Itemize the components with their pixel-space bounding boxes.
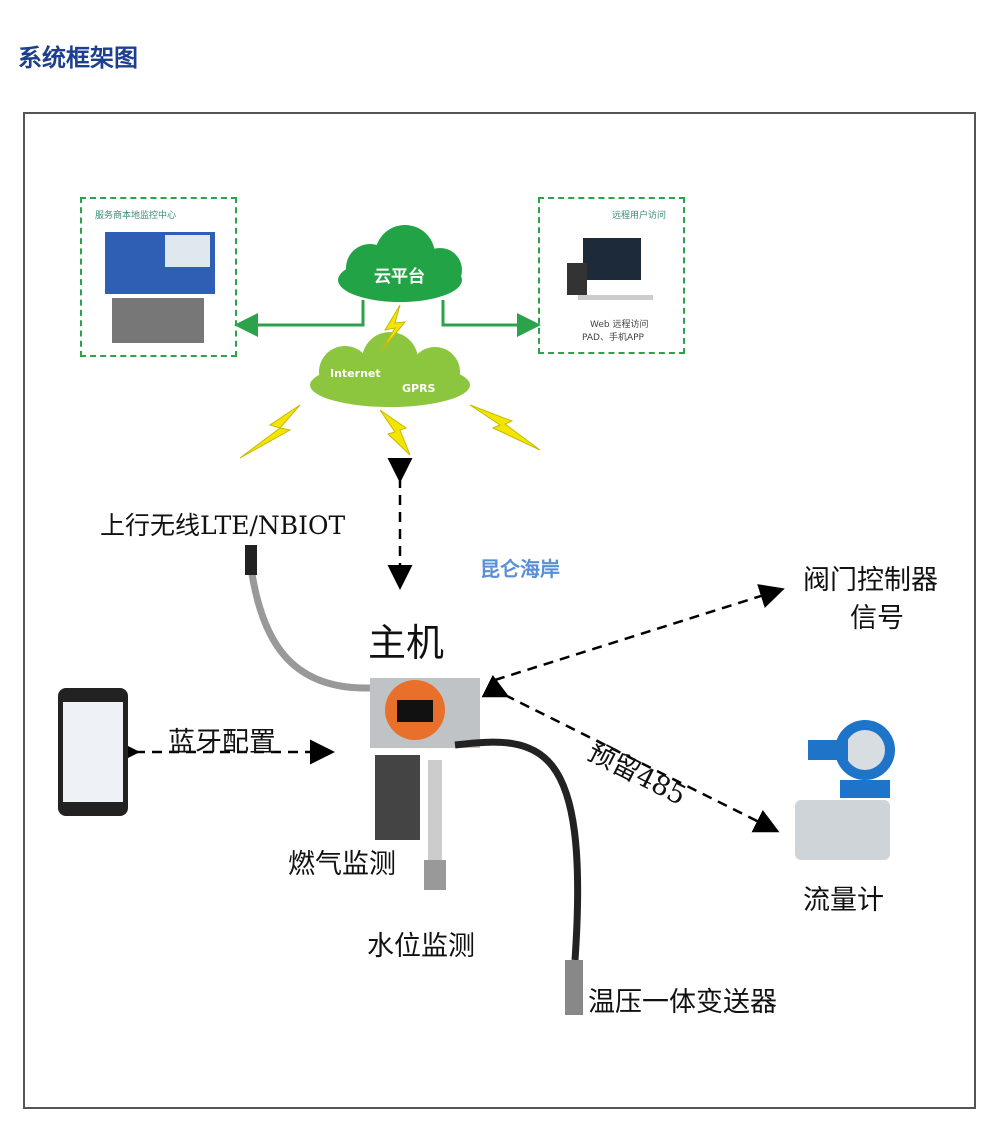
- water-label: 水位监测: [367, 931, 475, 962]
- diagram-frame: [23, 112, 976, 1109]
- gprs-label: GPRS: [402, 382, 436, 395]
- cloud-to-left-connector: [234, 300, 365, 337]
- flowmeter-icon: [795, 720, 895, 860]
- monitoring-center-box: [80, 197, 237, 357]
- page-title: 系统框架图: [18, 44, 138, 72]
- bluetooth-label: 蓝牙配置: [168, 727, 276, 758]
- remote-access-box: [538, 197, 685, 354]
- valve-label-line2: 信号: [850, 603, 904, 634]
- lightning-icons: [239, 304, 541, 459]
- host-device-icon: [370, 678, 480, 890]
- temp-pressure-label: 温压一体变送器: [588, 987, 777, 1018]
- logo-text: 昆仑海岸: [480, 557, 560, 581]
- cloud-platform-icon: [338, 225, 462, 302]
- uplink-label: 上行无线LTE/NBIOT: [100, 511, 346, 540]
- internet-label: Internet: [330, 367, 381, 380]
- flowmeter-label: 流量计: [803, 885, 884, 916]
- gas-label: 燃气监测: [288, 849, 396, 880]
- remote-access-label: 远程用户访问: [612, 211, 667, 221]
- phone-icon: [58, 688, 128, 816]
- cloud-to-right-connector: [441, 300, 541, 337]
- remote-access-line1: Web 远程访问: [590, 320, 649, 330]
- remote-access-line2: PAD、手机APP: [582, 333, 644, 343]
- logo: 昆仑海岸: [444, 553, 560, 582]
- host-label: 主机: [368, 621, 445, 665]
- network-cloud-icon: [310, 332, 470, 407]
- monitoring-center-label: 服务商本地监控中心: [95, 211, 177, 221]
- cloud-platform-label: 云平台: [374, 267, 425, 287]
- valve-label-line1: 阀门控制器: [803, 565, 938, 596]
